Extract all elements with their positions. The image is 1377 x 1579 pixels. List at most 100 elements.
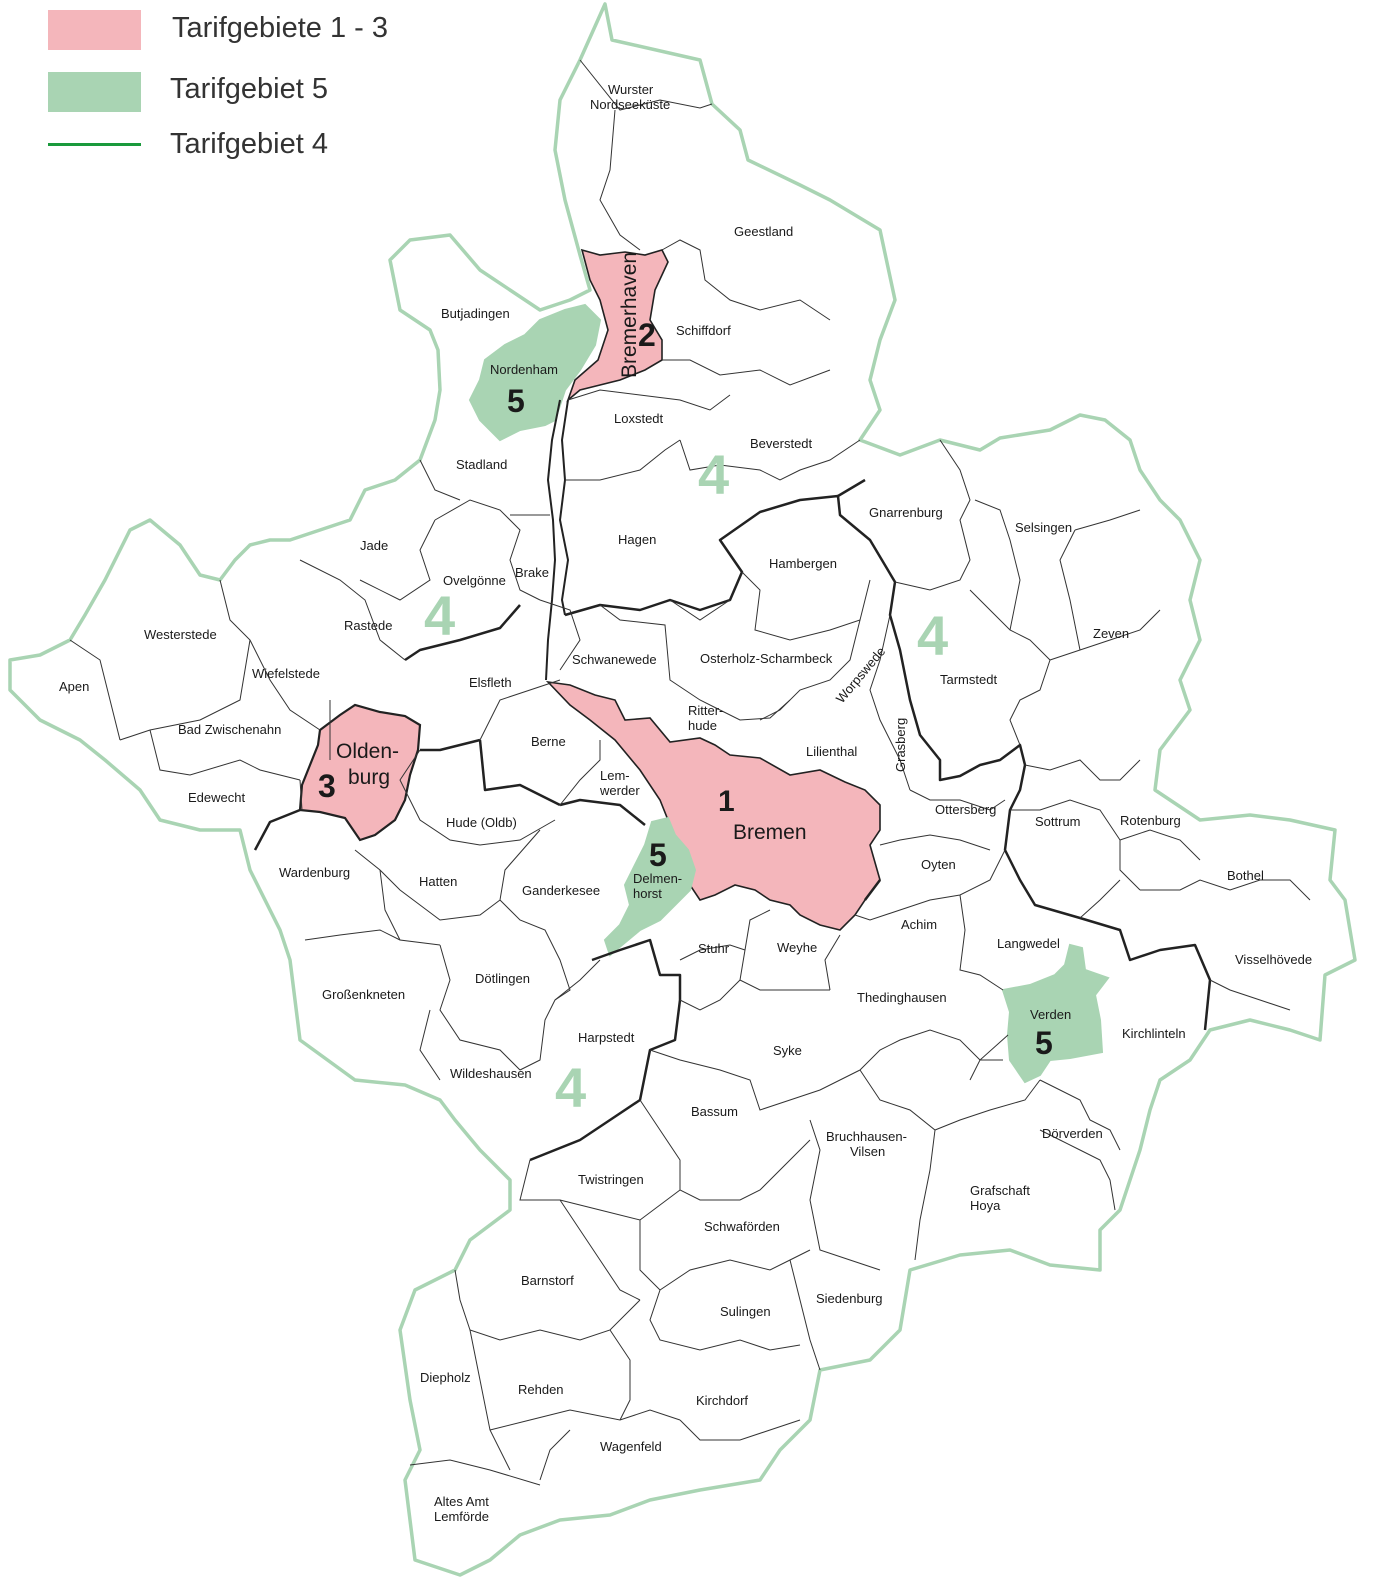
label-schwanewede: Schwanewede	[572, 652, 657, 667]
label-loxstedt: Loxstedt	[614, 411, 664, 426]
label-hagen: Hagen	[618, 532, 656, 547]
label-wurster-2: Nordseeküste	[590, 97, 670, 112]
label-osterholz: Osterholz-Scharmbeck	[700, 651, 833, 666]
legend-label-zone-5: Tarifgebiet 5	[170, 73, 328, 105]
label-visselhoevede: Visselhövede	[1235, 952, 1312, 967]
label-rastede: Rastede	[344, 618, 392, 633]
label-altes-amt-2: Lemförde	[434, 1509, 489, 1524]
label-butjadingen: Butjadingen	[441, 306, 510, 321]
label-jade: Jade	[360, 538, 388, 553]
city-label-nordenham: Nordenham	[490, 362, 558, 377]
label-ritterhude-2: hude	[688, 718, 717, 733]
zone-number-4-south: 4	[555, 1056, 586, 1119]
label-ottersberg: Ottersberg	[935, 802, 996, 817]
label-syke: Syke	[773, 1043, 802, 1058]
label-rotenburg: Rotenburg	[1120, 813, 1181, 828]
municipality-borders	[69, 59, 1311, 1486]
zone-number-4-east: 4	[917, 604, 948, 667]
label-elsfleth: Elsfleth	[469, 675, 512, 690]
label-bad-zwischenahn: Bad Zwischenahn	[178, 722, 281, 737]
label-diepholz: Diepholz	[420, 1370, 471, 1385]
label-altes-amt-1: Altes Amt	[434, 1494, 489, 1509]
label-hambergen: Hambergen	[769, 556, 837, 571]
legend-label-zone-4: Tarifgebiet 4	[170, 128, 328, 160]
weser-river-east	[558, 399, 570, 616]
label-sulingen: Sulingen	[720, 1304, 771, 1319]
label-wardenburg: Wardenburg	[279, 865, 350, 880]
zone-number-4-north: 4	[698, 443, 729, 506]
zone-number-nordenham: 5	[507, 383, 525, 419]
zone-number-delmenhorst: 5	[649, 837, 667, 873]
zone-number-oldenburg: 3	[318, 768, 336, 804]
label-selsingen: Selsingen	[1015, 520, 1072, 535]
label-berne: Berne	[531, 734, 566, 749]
label-hatten: Hatten	[419, 874, 457, 889]
label-hude: Hude (Oldb)	[446, 815, 517, 830]
label-edewecht: Edewecht	[188, 790, 245, 805]
label-schwafoerden: Schwaförden	[704, 1219, 780, 1234]
label-lemwerder-1: Lem-	[600, 768, 630, 783]
legend-line-zone-4	[48, 143, 141, 146]
label-geestland: Geestland	[734, 224, 793, 239]
label-rehden: Rehden	[518, 1382, 564, 1397]
city-label-delmenhorst-1: Delmen-	[633, 871, 682, 886]
zone-number-bremen: 1	[718, 785, 735, 818]
zone-number-verden: 5	[1035, 1025, 1053, 1061]
weser-river	[545, 399, 561, 681]
zone-delmenhorst	[603, 816, 697, 957]
label-gnarrenburg: Gnarrenburg	[869, 505, 943, 520]
label-grafschaft-1: Grafschaft	[970, 1183, 1030, 1198]
zone-nordenham	[468, 303, 602, 442]
label-tarmstedt: Tarmstedt	[940, 672, 997, 687]
label-barnstorf: Barnstorf	[521, 1273, 574, 1288]
city-label-delmenhorst-2: horst	[633, 886, 662, 901]
label-siedenburg: Siedenburg	[816, 1291, 883, 1306]
label-oyten: Oyten	[921, 857, 956, 872]
label-wurster-1: Wurster	[608, 82, 654, 97]
label-kirchlinteln: Kirchlinteln	[1122, 1026, 1186, 1041]
label-achim: Achim	[901, 917, 937, 932]
legend-swatch-zones-1-3	[48, 10, 141, 50]
label-wildeshausen: Wildeshausen	[450, 1066, 532, 1081]
label-stuhr: Stuhr	[698, 941, 730, 956]
label-ganderkesee: Ganderkesee	[522, 883, 600, 898]
zone-bremerhaven	[566, 248, 669, 403]
label-wiefelstede: Wiefelstede	[252, 666, 320, 681]
label-stadland: Stadland	[456, 457, 507, 472]
zone-number-bremerhaven: 2	[638, 317, 656, 353]
label-langwedel: Langwedel	[997, 936, 1060, 951]
label-lemwerder-2: werder	[599, 783, 640, 798]
label-westerstede: Westerstede	[144, 627, 217, 642]
label-weyhe: Weyhe	[777, 940, 817, 955]
city-label-oldenburg-1: Olden-	[336, 740, 399, 763]
label-doetlingen: Dötlingen	[475, 971, 530, 986]
city-label-bremerhaven: Bremerhaven	[618, 252, 641, 378]
label-lilienthal: Lilienthal	[806, 744, 857, 759]
label-grasberg: Grasberg	[893, 718, 908, 772]
label-apen: Apen	[59, 679, 89, 694]
label-bassum: Bassum	[691, 1104, 738, 1119]
label-bothel: Bothel	[1227, 868, 1264, 883]
city-label-verden: Verden	[1030, 1007, 1071, 1022]
zone-number-4-west: 4	[424, 584, 455, 647]
label-thedinghausen: Thedinghausen	[857, 990, 947, 1005]
label-sottrum: Sottrum	[1035, 814, 1081, 829]
zone-verden	[1001, 943, 1110, 1084]
label-bruchhausen-1: Bruchhausen-	[826, 1129, 907, 1144]
label-doerverden: Dörverden	[1042, 1126, 1103, 1141]
city-label-oldenburg-2: burg	[348, 766, 390, 789]
legend-swatch-zone-5	[48, 72, 141, 112]
label-schiffdorf: Schiffdorf	[676, 323, 731, 338]
label-bruchhausen-2: Vilsen	[850, 1144, 885, 1159]
city-label-bremen: Bremen	[733, 821, 807, 844]
label-brake: Brake	[515, 565, 549, 580]
label-grafschaft-2: Hoya	[970, 1198, 1001, 1213]
label-ritterhude-1: Ritter-	[688, 703, 723, 718]
label-wagenfeld: Wagenfeld	[600, 1439, 662, 1454]
label-twistringen: Twistringen	[578, 1172, 644, 1187]
label-kirchdorf: Kirchdorf	[696, 1393, 748, 1408]
municipality-labels: Wurster Nordseeküste Geestland Schiffdor…	[59, 82, 1312, 1524]
label-zeven: Zeven	[1093, 626, 1129, 641]
label-ovelgoenne: Ovelgönne	[443, 573, 506, 588]
